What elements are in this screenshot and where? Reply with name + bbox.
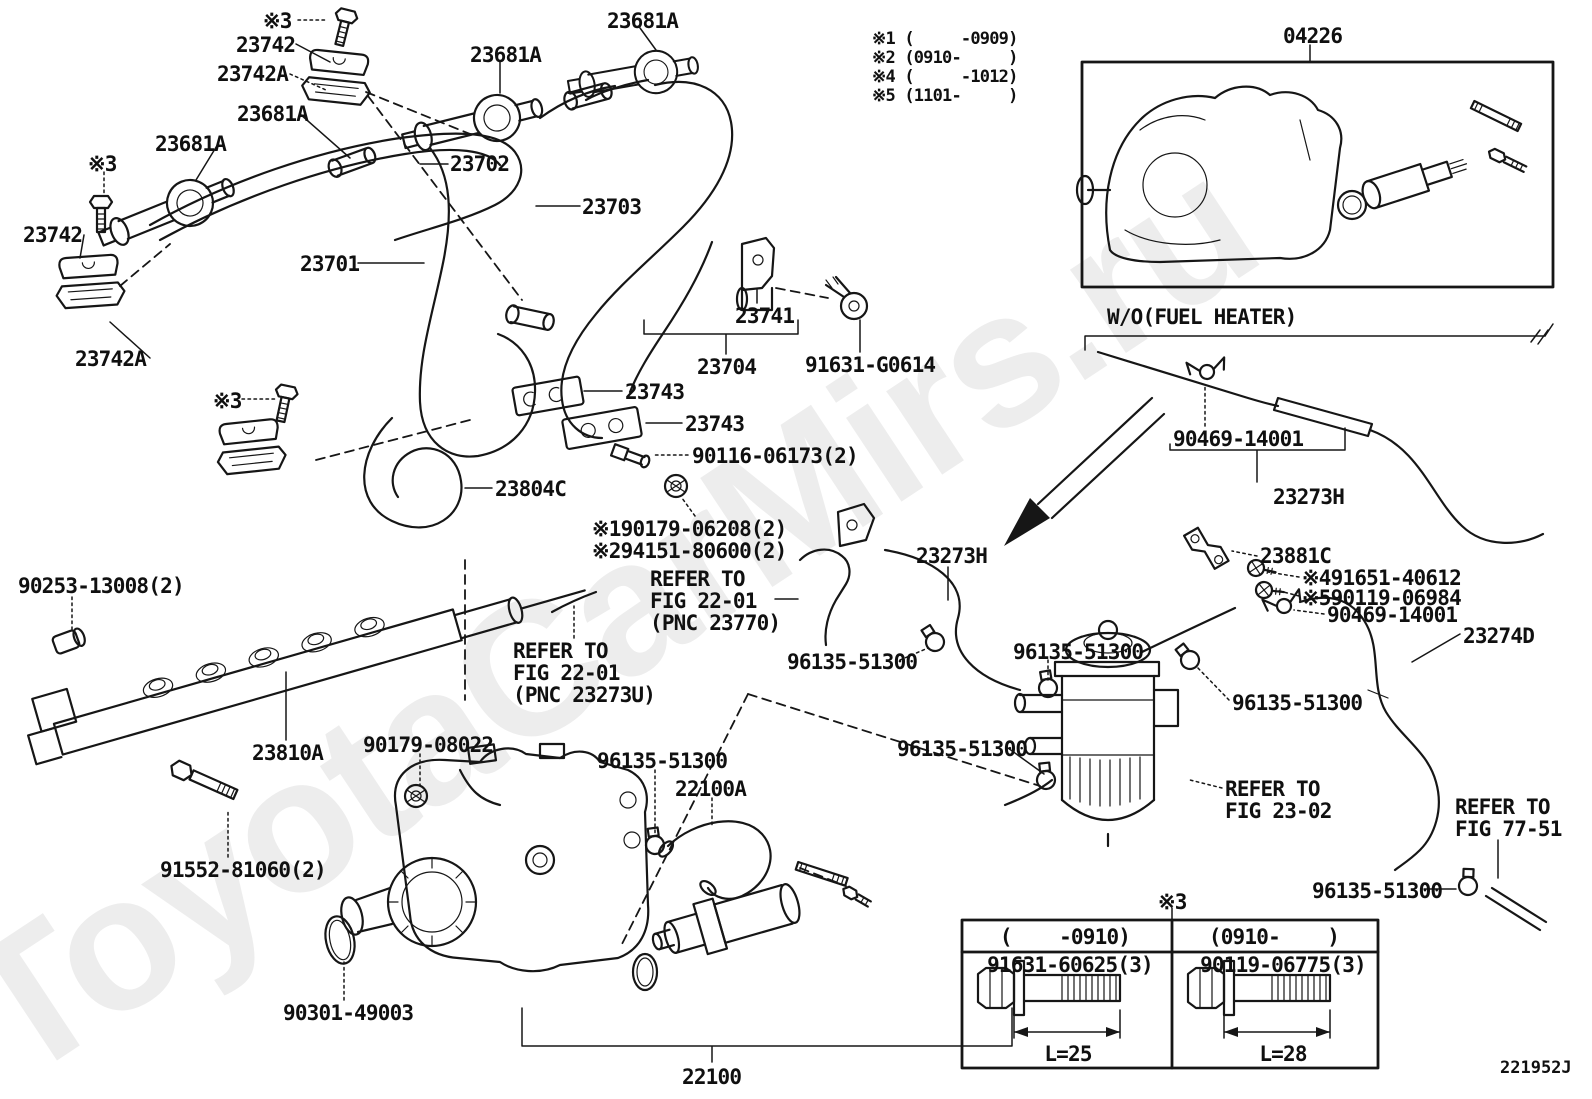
- supply-pump: [340, 742, 650, 973]
- part-label: 23741: [735, 304, 795, 328]
- legend-line: ※1 ( -0909): [872, 29, 1018, 49]
- reference-note: REFER TO FIG 23-02: [1225, 777, 1332, 823]
- common-rail: [27, 589, 598, 766]
- fuel-filter: [1003, 606, 1237, 848]
- pipe-bracket: [735, 236, 776, 312]
- inset-box-04226: [1075, 60, 1555, 289]
- table-part-number: 91631-60625(3): [987, 953, 1154, 977]
- table-part-number: 90119-06775(3): [1200, 953, 1367, 977]
- pump-hose: [642, 820, 772, 900]
- pump-bolt: [170, 759, 239, 801]
- part-label: 23681A: [470, 43, 542, 67]
- part-label: 23703: [582, 195, 642, 219]
- part-label: 96135-51300: [1232, 691, 1363, 715]
- part-label: 96135-51300: [597, 749, 728, 773]
- part-label: 23742A: [75, 347, 147, 371]
- pump-oring: [324, 915, 356, 965]
- part-label: 23273H: [1273, 485, 1345, 509]
- reference-note: REFER TO FIG 77-51: [1455, 795, 1562, 841]
- part-label: 90469-14001: [1327, 603, 1458, 627]
- part-label: 23681A: [155, 132, 227, 156]
- part-label: 23742A: [217, 62, 289, 86]
- part-label: 96135-51300: [787, 650, 918, 674]
- fuel-hose-23274D: [1298, 596, 1548, 932]
- part-label: 23810A: [252, 741, 324, 765]
- part-label: 23743: [685, 412, 745, 436]
- part-label: ※294151-80600(2): [592, 539, 787, 563]
- bolt-length: L=25: [1044, 1042, 1092, 1066]
- suction-control-valve: [631, 860, 872, 992]
- pipe-spacers: [511, 375, 689, 499]
- part-label: 90469-14001: [1173, 427, 1304, 451]
- part-label: ※190179-06208(2): [592, 517, 787, 541]
- note3-label: ※3: [263, 9, 292, 33]
- part-label: 90253-13008(2): [18, 574, 185, 598]
- note3-label: ※3: [88, 152, 117, 176]
- part-label: 96135-51300: [1013, 640, 1144, 664]
- part-label: 22100: [682, 1065, 742, 1089]
- legend-line: ※2 (0910- ): [872, 48, 1018, 68]
- injection-pipes: [91, 42, 734, 529]
- part-label: W/O(FUEL HEATER): [1107, 305, 1297, 329]
- wo-fuel-heater-hose: [1084, 323, 1554, 544]
- part-label: 96135-51300: [897, 737, 1028, 761]
- part-label: 23743: [625, 380, 685, 404]
- arrow-icon: [1004, 396, 1166, 546]
- part-label: 23273H: [916, 544, 988, 568]
- part-label: 90301-49003: [283, 1001, 414, 1025]
- banjo-bolt: [824, 275, 869, 321]
- part-label: 23681A: [237, 102, 309, 126]
- part-label: ※590119-06984: [1302, 586, 1462, 610]
- part-label: 23881C: [1260, 544, 1332, 568]
- part-label: 22100A: [675, 777, 747, 801]
- reference-note: REFER TO FIG 22-01 (PNC 23770): [650, 567, 781, 635]
- dashed-lines: [119, 91, 1041, 949]
- part-label: 23804C: [495, 477, 567, 501]
- note3-label: ※3: [213, 389, 242, 413]
- note3-label: ※3: [1158, 890, 1187, 914]
- part-label: 23742: [236, 33, 296, 57]
- table-header: (0910- ): [1208, 925, 1340, 949]
- part-label: 23274D: [1463, 624, 1535, 648]
- legend-line: ※4 ( -1012): [872, 67, 1018, 87]
- reference-note: REFER TO FIG 22-01 (PNC 23273U): [513, 639, 656, 707]
- part-label: 04226: [1283, 24, 1343, 48]
- part-label: 90116-06173(2): [692, 444, 859, 468]
- bolt-length: L=28: [1259, 1042, 1307, 1066]
- fuel-hose-23273H: [883, 548, 1061, 700]
- part-label: 23701: [300, 252, 360, 276]
- table-header: ( -0910): [999, 925, 1131, 949]
- bolt-table: [960, 907, 1380, 1070]
- part-label: 23681A: [607, 9, 679, 33]
- part-label: 96135-51300: [1312, 879, 1443, 903]
- part-label: 90179-08022: [363, 733, 494, 757]
- part-label: ※491651-40612: [1302, 566, 1462, 590]
- part-label: 91552-81060(2): [160, 858, 327, 882]
- diagram-code: 221952J: [1500, 1058, 1572, 1078]
- legend-line: ※5 (1101- ): [872, 86, 1018, 106]
- leader-lines: [71, 19, 1499, 1063]
- part-label: 23702: [450, 152, 510, 176]
- part-label: 91631-G0614: [805, 353, 936, 377]
- part-label: 23742: [23, 223, 83, 247]
- return-pipe: [798, 502, 948, 655]
- part-label: 23704: [697, 355, 757, 379]
